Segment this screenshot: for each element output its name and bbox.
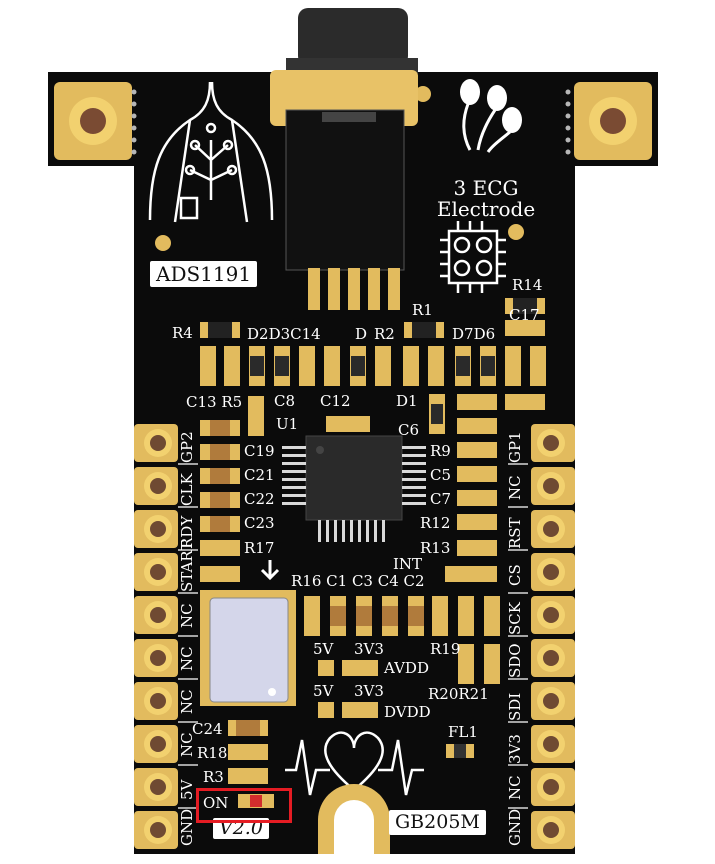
label-c23: C23: [244, 514, 275, 532]
label-3v3-b: 3V3: [354, 682, 384, 700]
mounting-hole-right: [574, 82, 652, 160]
left-pin-label: NC: [178, 646, 196, 671]
right-pin-label: RST: [506, 517, 524, 549]
left-pin-label: START: [178, 540, 196, 592]
label-5v-b: 5V: [313, 682, 334, 700]
left-pin-label: NC: [178, 732, 196, 757]
left-pin-label: GND: [178, 808, 196, 846]
label-on: ON: [203, 794, 229, 812]
label-d1: D1: [396, 392, 418, 410]
test-pad: [415, 86, 431, 102]
label-r2: R2: [374, 325, 395, 343]
label-r17: R17: [244, 539, 275, 557]
chip-name-label: ADS1191: [150, 261, 258, 287]
label-c24: C24: [192, 720, 223, 738]
electrode-label-line2: Electrode: [436, 197, 536, 221]
label-c7: C7: [430, 490, 452, 508]
chip-icon: [440, 221, 506, 293]
label-r20r21: R20R21: [428, 685, 489, 703]
electrode-icon: [460, 79, 522, 153]
label-r19: R19: [430, 640, 461, 658]
label-r12: R12: [420, 514, 451, 532]
label-c8: C8: [274, 392, 296, 410]
right-pin-label: SCK: [506, 602, 524, 635]
audio-jack: [270, 8, 418, 310]
right-pin-label: 3V3: [506, 734, 524, 764]
label-r18: R18: [197, 744, 228, 762]
pin-separators: [178, 463, 528, 809]
right-pin-label: NC: [506, 775, 524, 800]
label-3v3-a: 3V3: [354, 640, 384, 658]
right-header: [531, 424, 575, 849]
label-d: D: [355, 325, 368, 343]
left-pin-label: GP2: [178, 431, 196, 463]
human-body-icon: [148, 81, 274, 223]
right-pin-label: CS: [506, 564, 524, 586]
test-pad: [155, 235, 171, 251]
electrode-label: 3 ECG Electrode: [428, 178, 544, 220]
label-r13: R13: [420, 539, 451, 557]
label-r1: R1: [412, 301, 433, 319]
left-pin-label: CLK: [178, 473, 196, 506]
left-pin-label: 5V: [178, 779, 196, 800]
label-c22: C22: [244, 490, 275, 508]
left-pin-label: NC: [178, 603, 196, 628]
crystal-oscillator: [200, 560, 296, 706]
mounting-hole-left: [54, 82, 132, 160]
label-dvdd: DVDD: [384, 703, 431, 721]
u1-ic: [282, 416, 426, 542]
module-name-label: GB205M: [389, 810, 486, 835]
right-pin-label: NC: [506, 475, 524, 500]
label-c17: C17: [509, 306, 540, 324]
label-u1: U1: [276, 415, 299, 433]
test-pad: [508, 224, 524, 240]
label-r3: R3: [203, 768, 224, 786]
highlight-box: [196, 788, 292, 823]
bottom-slot: [318, 784, 390, 864]
label-5v-a: 5V: [313, 640, 334, 658]
heart-ecg-logo: [285, 731, 424, 796]
label-r16c1c3c4c2: R16 C1 C3 C4 C2: [291, 572, 425, 590]
right-pin-label: GP1: [506, 431, 524, 463]
label-avdd: AVDD: [384, 659, 429, 677]
left-header: [134, 424, 178, 849]
label-r14: R14: [512, 276, 543, 294]
label-c13r5: C13 R5: [186, 393, 243, 411]
right-pin-label: SDI: [506, 692, 524, 721]
label-c19: C19: [244, 442, 275, 460]
fl1-component: [446, 744, 474, 758]
label-int: INT: [393, 555, 423, 573]
label-c12: C12: [320, 392, 351, 410]
label-fl1: FL1: [448, 723, 478, 741]
component-row-top: [200, 298, 545, 338]
label-r9: R9: [430, 442, 451, 460]
label-d7d6: D7D6: [452, 325, 496, 343]
label-c21: C21: [244, 466, 275, 484]
via-rows: [131, 89, 571, 155]
right-cap-column: [445, 394, 545, 582]
power-jumpers: [318, 660, 378, 718]
right-pin-label: GND: [506, 808, 524, 846]
label-c6: C6: [398, 421, 420, 439]
label-d2d3c14: D2D3C14: [247, 325, 321, 343]
label-r4: R4: [172, 324, 193, 342]
label-c5: C5: [430, 466, 452, 484]
left-pin-label: NC: [178, 689, 196, 714]
electrode-label-line1: 3 ECG: [453, 176, 519, 200]
power-led: [238, 794, 274, 808]
right-pin-label: SDO: [506, 643, 524, 678]
